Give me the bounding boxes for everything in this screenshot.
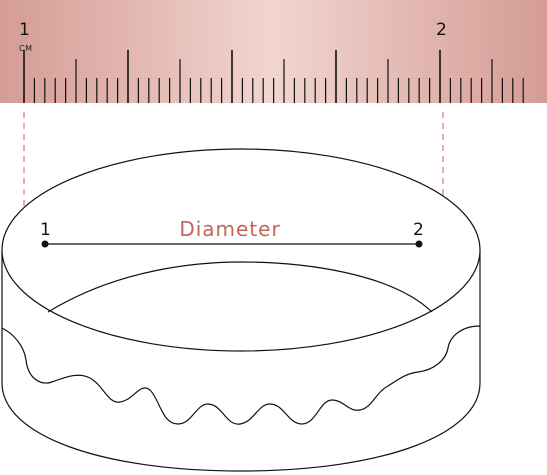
ruler: 1 CM 2 xyxy=(0,0,547,103)
ruler-end-label: 2 xyxy=(436,20,447,40)
diameter-measurement: 1 2 Diameter xyxy=(40,217,424,248)
ruler-start-label: 1 xyxy=(19,20,30,40)
ruler-ticks xyxy=(23,50,524,103)
diameter-start-label: 1 xyxy=(40,220,51,240)
ruler-unit-label: CM xyxy=(19,44,33,53)
diameter-end-label: 2 xyxy=(413,220,424,240)
diameter-label: Diameter xyxy=(179,217,280,241)
bracelet xyxy=(1,148,481,472)
bracelet-inner-edge xyxy=(47,261,433,313)
bracelet-wave-pattern xyxy=(1,325,481,425)
diameter-end-point xyxy=(415,240,423,248)
diameter-start-point xyxy=(41,240,49,248)
bracelet-top-rim xyxy=(1,148,481,352)
